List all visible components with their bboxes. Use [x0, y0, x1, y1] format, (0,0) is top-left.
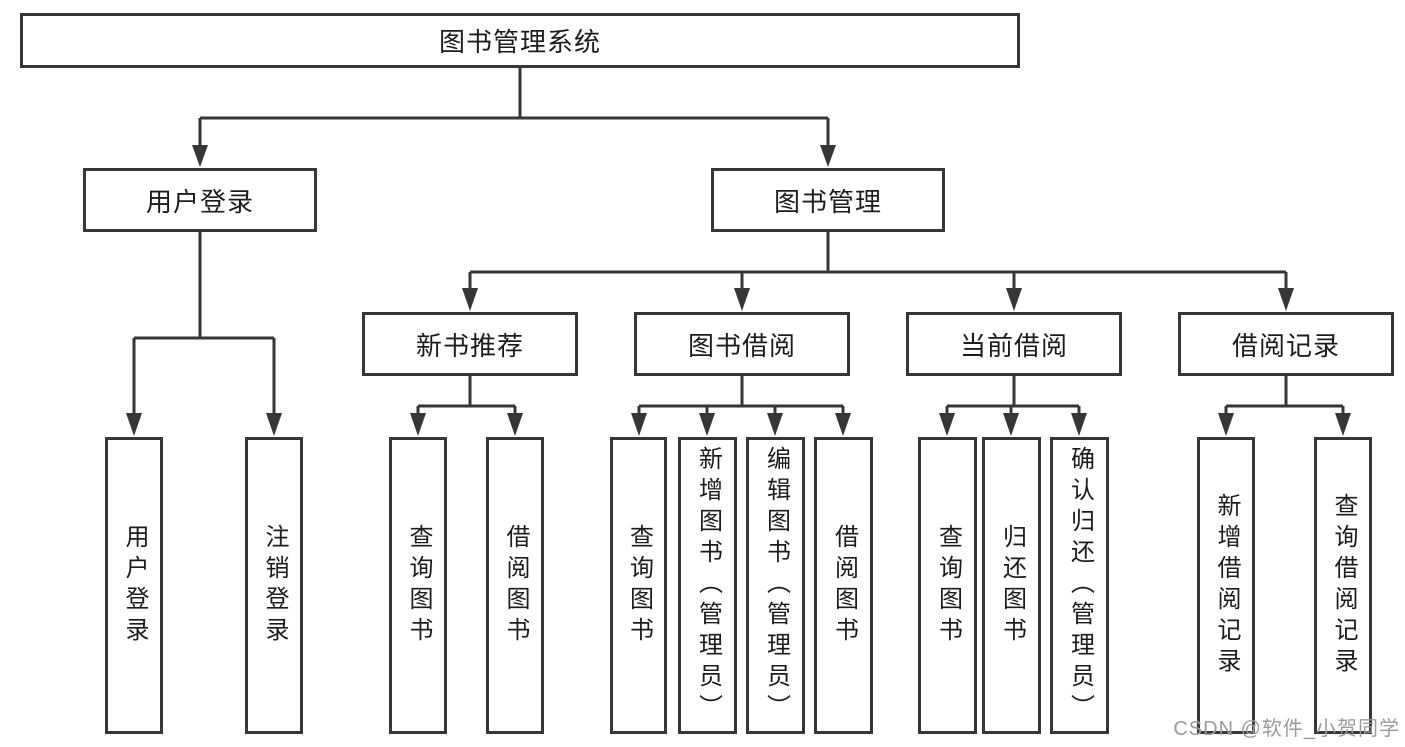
node-new-book-recommend: 新书推荐	[362, 312, 578, 376]
node-label: 归还图书	[998, 523, 1026, 648]
node-label: 当前借阅	[959, 330, 1068, 361]
leaf-query-borrow-record: 查询借阅记录	[1314, 437, 1372, 734]
node-book-borrow: 图书借阅	[634, 312, 850, 376]
arrowhead-icons	[126, 145, 1351, 436]
leaf-borrow-books-recommend: 借阅图书	[486, 437, 544, 734]
node-label: 新书推荐	[415, 330, 524, 361]
node-current-borrow: 当前借阅	[906, 312, 1122, 376]
node-label: 查询图书	[405, 523, 432, 648]
node-label: 查询图书	[625, 523, 653, 648]
leaf-edit-books-admin: 编辑图书（管理员）	[746, 437, 805, 734]
leaf-query-books-borrow: 查询图书	[610, 437, 667, 734]
node-user-login: 用户登录	[83, 168, 317, 232]
node-label: 注销登录	[261, 523, 288, 648]
node-label: 新增借阅记录	[1213, 492, 1240, 679]
leaf-add-borrow-record: 新增借阅记录	[1197, 437, 1255, 734]
node-label: 借阅图书	[830, 523, 858, 648]
leaf-borrow-books: 借阅图书	[814, 437, 873, 734]
leaf-return-books: 归还图书	[982, 437, 1041, 734]
node-label: 查询图书	[934, 523, 962, 648]
csdn-watermark: CSDN @软件_小贺同学	[1173, 718, 1400, 740]
node-label: 图书管理系统	[438, 27, 601, 57]
leaf-user-login: 用户登录	[105, 437, 163, 734]
leaf-query-books-current: 查询图书	[918, 437, 977, 734]
node-label: 借阅图书	[502, 523, 529, 648]
leaf-logout: 注销登录	[245, 437, 303, 734]
node-label: 确认归还（管理员）	[1066, 446, 1094, 725]
node-root-library-system: 图书管理系统	[20, 13, 1020, 68]
node-label: 新增图书（管理员）	[694, 446, 722, 725]
node-label: 编辑图书（管理员）	[762, 446, 790, 725]
leaf-add-books-admin: 新增图书（管理员）	[678, 437, 737, 734]
node-label: 查询借阅记录	[1330, 492, 1357, 679]
node-label: 借阅记录	[1231, 330, 1340, 361]
node-label: 图书管理	[773, 186, 882, 217]
node-label: 图书借阅	[687, 330, 796, 361]
leaf-confirm-return-admin: 确认归还（管理员）	[1050, 437, 1109, 734]
node-label: 用户登录	[145, 186, 254, 217]
node-borrow-records: 借阅记录	[1178, 312, 1394, 376]
node-book-management: 图书管理	[711, 168, 945, 232]
leaf-query-books-recommend: 查询图书	[389, 437, 447, 734]
node-label: 用户登录	[121, 523, 148, 648]
